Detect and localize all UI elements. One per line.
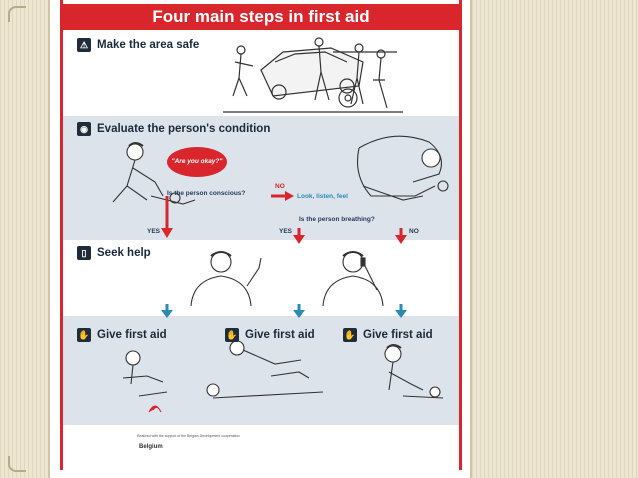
hand-icon: ✋	[225, 328, 239, 342]
person-on-phone-illustration	[322, 251, 384, 307]
section-header-give-2: ✋ Give first aid	[225, 328, 315, 342]
poster-footer	[63, 425, 459, 467]
section-title: Evaluate the person's condition	[97, 123, 271, 135]
support-text: Realized with the support of the Belgian…	[137, 434, 240, 438]
eye-icon: ◉	[77, 122, 91, 136]
poster-title: Four main steps in first aid	[63, 4, 459, 30]
section-title: Seek help	[97, 247, 151, 259]
conscious-question: Is the person conscious?	[167, 190, 246, 197]
speech-bubble: "Are you okay?"	[167, 147, 227, 177]
rescuer-check-breathing-illustration	[356, 135, 449, 201]
section-title: Give first aid	[363, 329, 433, 341]
section-header-evaluate: ◉ Evaluate the person's condition	[77, 122, 270, 136]
frame-ornament	[8, 456, 26, 472]
poster-illustrations	[65, 37, 454, 459]
section-give	[63, 316, 459, 425]
red-cross-icon	[426, 429, 454, 457]
section-title: Give first aid	[245, 329, 315, 341]
section-title: Give first aid	[97, 329, 167, 341]
belgium-label: Belgium	[139, 444, 163, 450]
phone-icon: ▯	[77, 246, 91, 260]
hand-icon: ✋	[77, 328, 91, 342]
yes-label: YES	[279, 228, 293, 235]
left-frame	[0, 0, 50, 478]
section-seek	[63, 240, 459, 316]
leg-injury-illustration	[206, 340, 324, 399]
cpr-illustration	[384, 344, 444, 399]
person-waving-illustration	[190, 251, 262, 307]
right-frame	[470, 0, 638, 478]
flow-arrows	[161, 191, 407, 318]
section-header-give-1: ✋ Give first aid	[77, 328, 167, 342]
hand-icon: ✋	[343, 328, 357, 342]
section-safe	[63, 32, 459, 116]
burn-care-illustration	[122, 350, 168, 413]
no-label: NO	[409, 228, 419, 235]
frame-ornament	[8, 6, 26, 22]
rescuer-kneeling-illustration	[112, 142, 196, 205]
no-label: NO	[275, 183, 285, 190]
breathing-question: Is the person breathing?	[299, 216, 375, 223]
car-crash-illustration	[223, 37, 403, 113]
first-aid-poster: Four main steps in first aid	[60, 0, 462, 470]
yes-label: YES	[147, 228, 161, 235]
look-listen-feel: Look, listen, feel	[297, 193, 348, 200]
section-title: Make the area safe	[97, 39, 200, 51]
section-header-give-3: ✋ Give first aid	[343, 328, 433, 342]
section-header-safe: ⚠ Make the area safe	[77, 38, 199, 52]
section-header-seek: ▯ Seek help	[77, 246, 151, 260]
warning-icon: ⚠	[77, 38, 91, 52]
